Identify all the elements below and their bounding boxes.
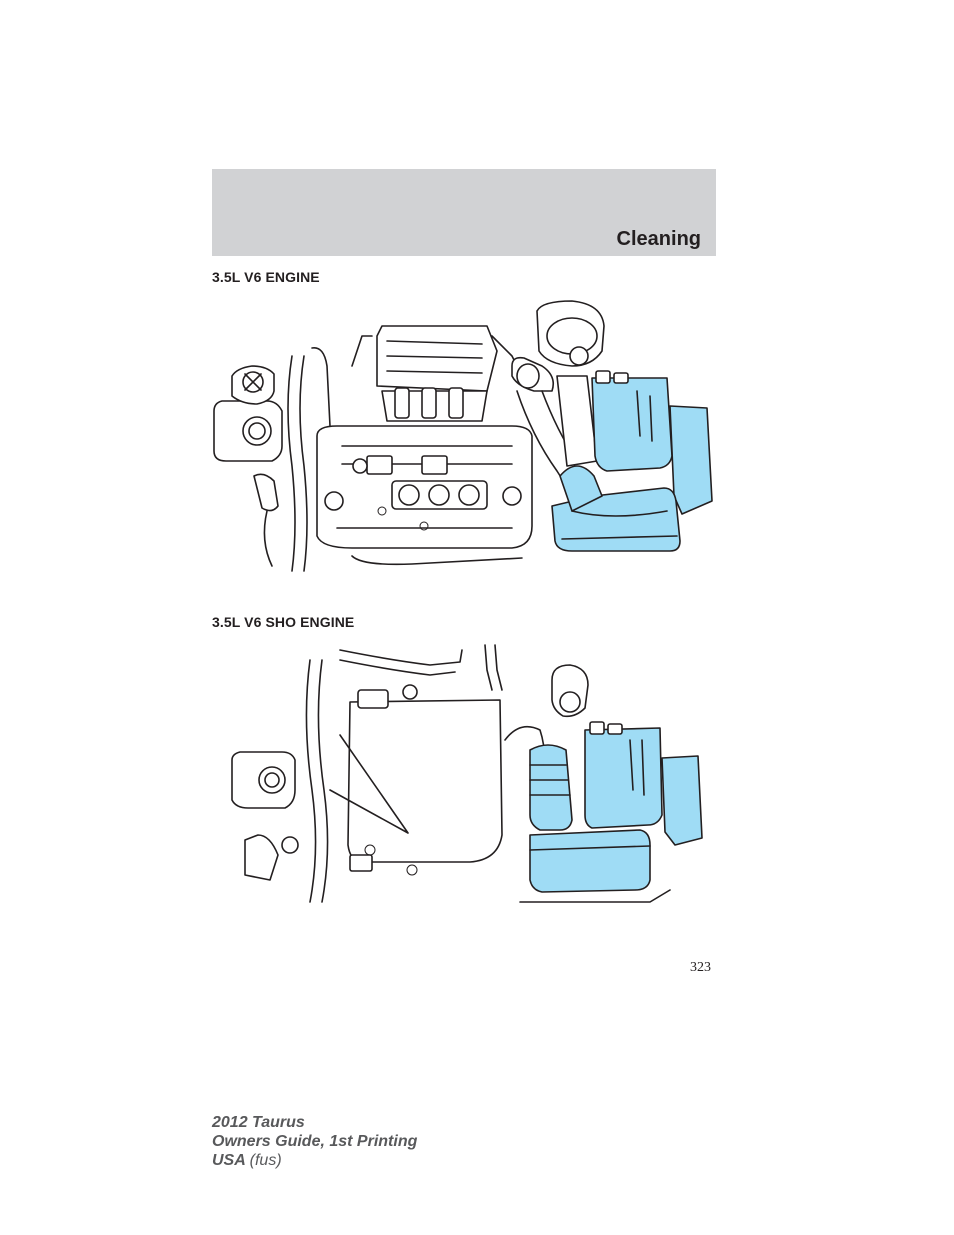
chapter-header-band: Cleaning <box>212 169 716 256</box>
footer-region-code: (fus) <box>249 1152 282 1169</box>
v6-engine-illustration <box>213 300 713 572</box>
document-footer: 2012 Taurus Owners Guide, 1st Printing U… <box>212 1113 417 1170</box>
section-heading-v6-sho-engine: 3.5L V6 SHO ENGINE <box>212 614 355 630</box>
footer-line-edition: Owners Guide, 1st Printing <box>212 1133 418 1150</box>
footer-line-region: USA (fus) <box>212 1151 417 1170</box>
v6-sho-engine-illustration <box>231 644 703 903</box>
chapter-title: Cleaning <box>616 228 701 250</box>
footer-line-model: 2012 Taurus <box>212 1114 305 1131</box>
section-heading-v6-engine: 3.5L V6 ENGINE <box>212 269 320 285</box>
page-number: 323 <box>690 960 711 975</box>
footer-region: USA <box>212 1152 246 1169</box>
